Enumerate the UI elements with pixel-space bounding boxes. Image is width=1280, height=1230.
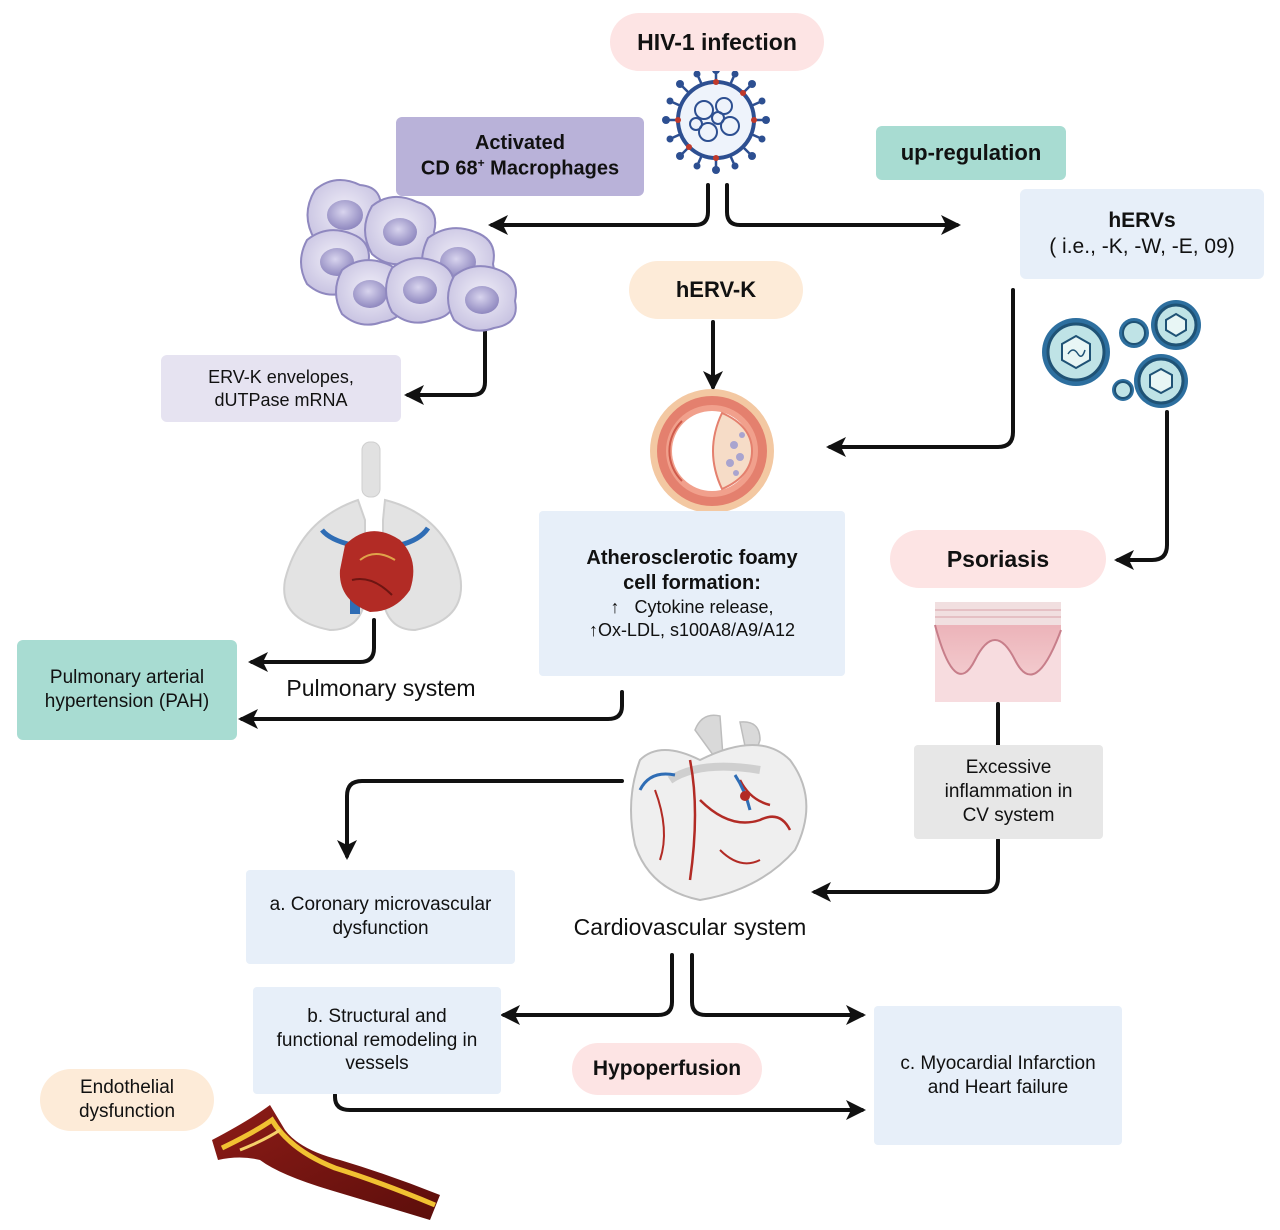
arrow-excessive-to-heart (811, 838, 1000, 902)
myocardial-line1: c. Myocardial Infarction (900, 1052, 1096, 1074)
skin-tissue-icon (934, 602, 1062, 702)
artery-cross-section-icon (650, 389, 774, 513)
herv-virus-cluster-icon (1042, 300, 1201, 408)
psoriasis-text: Psoriasis (946, 545, 1050, 572)
hiv-virus-icon (662, 66, 770, 174)
macrophages-line1: Activated (474, 132, 566, 155)
macrophage-cluster-icon (300, 179, 517, 332)
foamy-title-line1: Atherosclerotic foamy (586, 547, 798, 569)
arrow-hervs-to-artery (826, 288, 1015, 457)
hiv-infection-text: HIV-1 infection (637, 28, 797, 55)
up-arrow-icon: ↑ (588, 619, 598, 640)
psoriasis-label: Psoriasis (890, 530, 1106, 588)
myocardial-infarction-box: c. Myocardial Infarction and Heart failu… (874, 1006, 1122, 1145)
pah-line2: hypertension (PAH) (44, 691, 210, 712)
coronary-line2: dysfunction (332, 918, 429, 939)
arrow-heart-to-coronary (337, 779, 624, 860)
excessive-line3: CV system (962, 804, 1055, 826)
erv-envelopes-line2: dUTPase mRNA (214, 389, 348, 410)
hypoperfusion-label: Hypoperfusion (572, 1043, 762, 1095)
excessive-line1: Excessive (965, 757, 1052, 779)
macrophages-sup: + (477, 156, 485, 171)
excessive-inflammation-box: Excessive inflammation in CV system (914, 745, 1103, 839)
pulmonary-system-label: Pulmonary system (258, 675, 504, 702)
connector-arrows (238, 183, 1169, 1120)
myocardial-line2: and Heart failure (927, 1076, 1069, 1098)
hiv-infection-label: HIV-1 infection (610, 13, 824, 71)
herv-k-label: hERV-K (629, 261, 803, 319)
up-arrow-icon: ↑ (610, 597, 620, 617)
coronary-box: a. Coronary microvascular dysfunction (246, 870, 515, 964)
excessive-line2: inflammation in (944, 781, 1073, 803)
structural-line1: b. Structural and (307, 1005, 447, 1027)
endothelial-line1: Endothelial (79, 1077, 175, 1099)
arrow-structural-to-myocardial (333, 1093, 866, 1120)
herv-k-text: hERV-K (675, 277, 757, 303)
arrow-pulmonary-to-pah (248, 618, 376, 672)
activated-macrophages-box: Activated CD 68+ Macrophages (396, 117, 644, 196)
foamy-title-line2: cell formation: (623, 572, 761, 594)
endothelial-dysfunction-label: Endothelial dysfunction (40, 1069, 214, 1131)
heart-icon (630, 714, 808, 902)
lungs-heart-icon (283, 441, 462, 632)
cardiovascular-system-label: Cardiovascular system (550, 914, 830, 941)
pulmonary-system-text: Pulmonary system (286, 675, 476, 701)
arrow-foamy-to-pah (238, 690, 624, 729)
macrophages-word: Macrophages (484, 157, 620, 180)
arrow-hiv-to-macrophages (488, 183, 710, 235)
structural-line2: functional remodeling in (276, 1029, 478, 1051)
pah-line1: Pulmonary arterial (49, 667, 205, 689)
pah-box: Pulmonary arterial hypertension (PAH) (17, 640, 237, 740)
arrow-macrophages-to-envelopes (404, 328, 487, 405)
blood-vessel-icon (212, 1105, 440, 1220)
macrophages-cd68: CD 68 (420, 157, 478, 180)
erv-envelopes-box: ERV-K envelopes, dUTPase mRNA (161, 355, 401, 422)
up-regulation-text: up-regulation (900, 140, 1042, 166)
foamy-item2-text: Ox-LDL, s100A8/A9/A12 (597, 619, 796, 640)
structural-remodeling-box: b. Structural and functional remodeling … (253, 987, 501, 1094)
hervs-subtitle: ( i.e., -K, -W, -E, 09) (1049, 235, 1235, 258)
arrow-hervs-to-psoriasis (1114, 410, 1169, 570)
foamy-item1-text: Cytokine release, (634, 597, 774, 617)
cardiovascular-system-text: Cardiovascular system (573, 914, 807, 940)
endothelial-line2: dysfunction (78, 1101, 176, 1122)
hypoperfusion-text: Hypoperfusion (592, 1056, 742, 1080)
foamy-item2: ↑Ox-LDL, s100A8/A9/A12 (589, 619, 795, 642)
hervs-title: hERVs (1108, 208, 1176, 232)
arrow-cv-to-structural (500, 953, 674, 1025)
coronary-line1: a. Coronary microvascular (269, 894, 492, 916)
erv-envelopes-line1: ERV-K envelopes, (208, 367, 354, 387)
foamy-item1: ↑ Cytokine release, (610, 596, 773, 619)
arrow-hiv-to-hervs (725, 183, 961, 235)
structural-line3: vessels (345, 1053, 409, 1075)
arrow-cv-to-myocardial (690, 953, 866, 1025)
foamy-cell-box: Atherosclerotic foamy cell formation: ↑ … (539, 511, 845, 676)
macrophages-line2: CD 68+ Macrophages (421, 156, 619, 182)
hervs-box: hERVs ( i.e., -K, -W, -E, 09) (1020, 189, 1264, 279)
up-regulation-label: up-regulation (876, 126, 1066, 180)
